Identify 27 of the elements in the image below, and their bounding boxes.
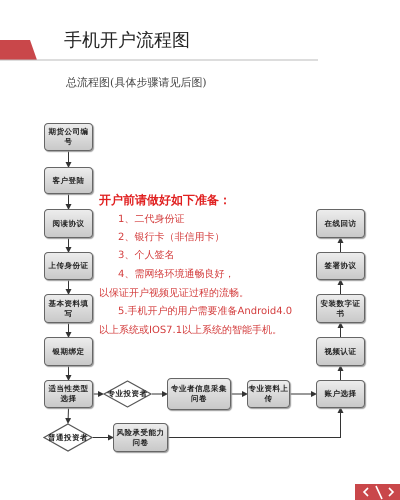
arrow [66,366,72,381]
note-text: 以保证开户视频见证过程的流畅。 [99,286,249,300]
arrow [66,194,72,210]
arrow [168,407,344,438]
arrow [66,280,72,295]
note-text: 5.手机开户的用户需要准备Android4.0 [118,304,292,318]
arrow [65,408,72,424]
arrow [338,279,344,294]
note-text: 3、个人签名 [118,249,174,262]
arrow [66,238,72,253]
note-text: 以上系统或IOS7.1以上系统的智能手机。 [99,324,282,337]
note-text: 1、二代身份证 [118,213,184,226]
arrow [290,391,317,397]
arrow [92,391,104,397]
arrow [92,434,114,440]
arrow [338,322,344,338]
note-heading: 开户前请做好如下准备： [99,192,231,209]
arrow [338,365,344,380]
note-text: 4、需网络环境通畅良好， [118,268,234,281]
arrow [152,391,168,397]
subtitle: 总流程图(具体步骤请见后图) [66,75,207,90]
arrow [66,322,72,338]
arrow [230,391,248,397]
arrow [338,237,344,252]
arrow [66,150,72,168]
title: 手机开户流程图 [64,29,190,52]
note-text: 2、银行卡（非信用卡） [118,230,224,244]
